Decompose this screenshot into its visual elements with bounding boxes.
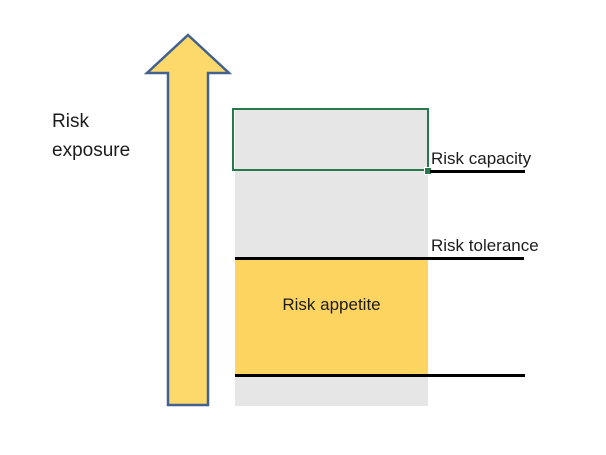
risk-capacity-selection-box (232, 108, 429, 171)
risk-appetite-band (235, 258, 428, 376)
risk-tolerance-label: Risk tolerance (431, 236, 539, 255)
risk-exposure-label: Risk exposure (52, 107, 130, 165)
risk-exposure-label-line2: exposure (52, 140, 131, 161)
appetite-lower-bound-line (235, 374, 525, 377)
risk-appetite-label: Risk appetite (282, 295, 381, 314)
risk-tolerance-line (235, 257, 524, 260)
risk-exposure-label-line1: Risk (52, 111, 89, 132)
risk-capacity-line (430, 170, 525, 173)
up-arrow-shape (143, 33, 233, 407)
risk-capacity-label: Risk capacity (431, 149, 532, 168)
